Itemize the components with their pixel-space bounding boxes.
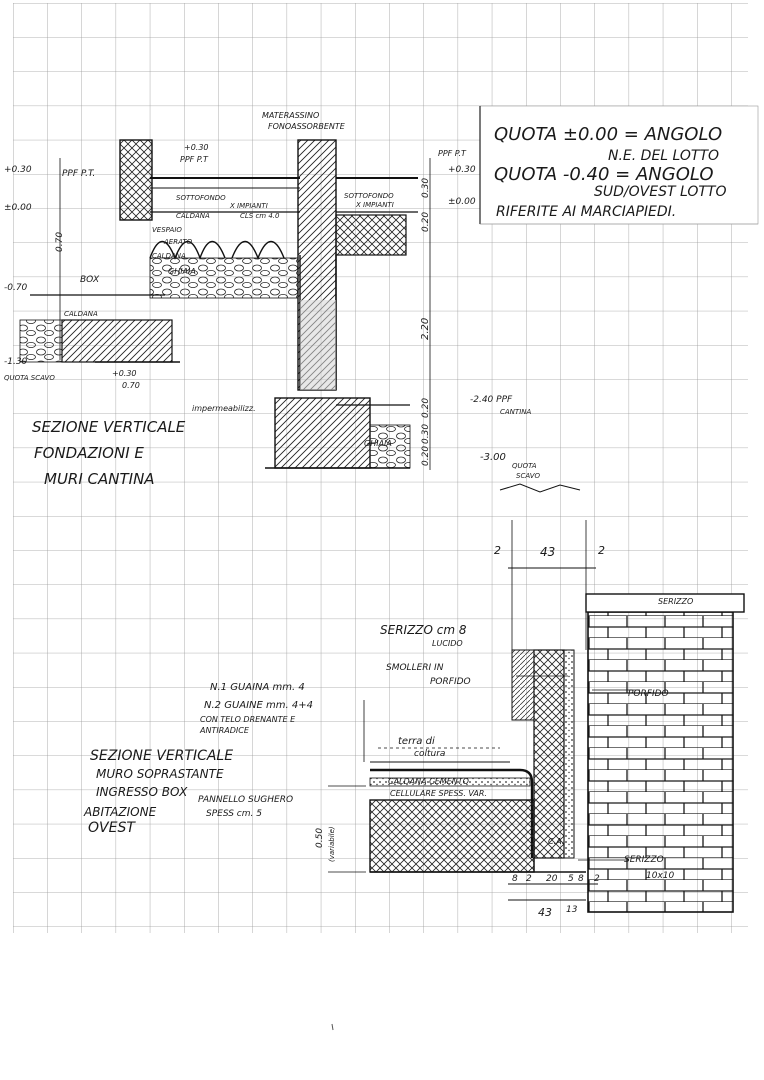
lbl-serizzo-cm8: SERIZZO cm 8 (380, 623, 467, 637)
lbl-serizzo-bottom: SERIZZO (624, 855, 664, 865)
lbl-smolleri: SMOLLERI IN (386, 663, 444, 673)
lbl-impianti-l: X IMPIANTI (229, 202, 268, 210)
lbl-000-right: ±0.00 (448, 197, 476, 207)
dim-030b: 0.30 (421, 424, 431, 444)
lbl-300: -3.00 (480, 452, 506, 463)
dim-top-2a: 2 (494, 544, 501, 557)
dim-b-43: 43 (538, 906, 552, 919)
lower-title-5: OVEST (88, 820, 136, 836)
lower-section-labels: 2 43 2 SERIZZO SERIZZO cm 8 LUCIDO SMOLL… (83, 544, 693, 919)
dim-b-13: 13 (566, 905, 578, 915)
lbl-lucido: LUCIDO (432, 639, 463, 648)
dim-020c: 0.20 (421, 446, 431, 466)
lbl-caldana1: CALDANA CEMENTO (388, 777, 469, 786)
header-line-3: QUOTA -0.40 = ANGOLO (494, 164, 714, 185)
lbl-cls: CLS cm 4.0 (240, 212, 280, 220)
dim-020a: 0.20 (421, 212, 431, 232)
lbl-caldana2: CELLULARE SPESS. VAR. (390, 789, 487, 798)
lbl-070: -0.70 (4, 283, 28, 293)
upper-title-1: SEZIONE VERTICALE (32, 418, 186, 436)
lbl-ghiaia: GHIAIA (168, 267, 196, 276)
lbl-ppf-pt-right: PPF P.T (438, 149, 467, 158)
dim-top-2b: 2 (598, 544, 605, 557)
lbl-porfido: PORFIDO (430, 677, 471, 687)
lbl-caldana-box: CALDANA (64, 310, 98, 318)
lbl-030-mid: +0.30 (184, 143, 209, 152)
dim-b-2b: 2 (594, 874, 600, 884)
dim-top-43: 43 (540, 545, 555, 559)
dim-030: 0.30 (421, 178, 431, 198)
lbl-050: 0.50 (315, 828, 325, 848)
lbl-caldana-mid: CALDANA (152, 252, 186, 260)
lbl-serizzo-top: SERIZZO (658, 597, 693, 606)
upper-title-3: MURI CANTINA (44, 470, 155, 488)
dim-b-2a: 2 (526, 874, 532, 884)
header-line-1: QUOTA ±0.00 = ANGOLO (494, 124, 722, 145)
upper-section-drawing (19, 139, 581, 493)
lbl-ppf-pt-mid: PPF P.T (180, 155, 209, 164)
lbl-030-right: +0.30 (448, 165, 476, 175)
lbl-ghiaia-bottom: GHIAIA (364, 439, 392, 448)
dim-b-5: 5 (568, 874, 574, 884)
lbl-guaina1: N.1 GUAINA mm. 4 (210, 682, 305, 693)
dim-070: 0.70 (55, 232, 65, 252)
lbl-030-bottom: +0.30 (112, 369, 137, 378)
lbl-impianti-r: X IMPIANTI (355, 201, 394, 209)
upper-title-2: FONDAZIONI E (34, 444, 144, 462)
lbl-guaina2: N.2 GUAINE mm. 4+4 (204, 700, 313, 711)
lbl-impermeab: impermeabilizz. (192, 404, 256, 413)
lbl-aerato: AERATO (163, 238, 193, 246)
lbl-caldana-l: CALDANA (176, 212, 210, 220)
lbl-sottofondo-r: SOTTOFONDO (344, 192, 394, 200)
header-line-2: N.E. DEL LOTTO (608, 148, 719, 164)
lbl-070-bottom: 0.70 (122, 381, 140, 390)
dim-b-8b: 8 (578, 874, 584, 884)
lbl-porfido-wall: PORFIDO (628, 689, 669, 699)
dim-220: 2.20 (420, 318, 431, 340)
lbl-10x10: 10x10 (646, 871, 675, 881)
lbl-materassino: MATERASSINO (262, 111, 319, 120)
dim-020b: 0.20 (421, 398, 431, 418)
lower-title-3: INGRESSO BOX (96, 785, 188, 799)
lbl-variabile: (variabile) (328, 826, 336, 862)
lbl-box: BOX (80, 275, 100, 285)
lower-section-drawing (328, 520, 745, 913)
header-line-4: SUD/OVEST LOTTO (594, 184, 726, 200)
lbl-telo2: ANTIRADICE (199, 726, 250, 735)
lbl-pannello1: PANNELLO SUGHERO (198, 795, 293, 805)
lbl-240: -2.40 PPF (470, 395, 513, 405)
lbl-vespaio: VESPAIO (152, 226, 182, 234)
lbl-ppf-pt-left: PPF P.T. (62, 169, 95, 179)
lower-title-4: ABITAZIONE (83, 805, 157, 819)
upper-section-labels: MATERASSINO FONOASSORBENTE +0.30 PPF P.T… (4, 111, 541, 488)
dim-b-8a: 8 (512, 874, 518, 884)
lbl-scavo: SCAVO (516, 472, 541, 480)
margin-bottom (0, 933, 764, 1080)
lbl-030-left: +0.30 (4, 165, 32, 175)
lbl-pannello2: SPESS cm. 5 (206, 809, 262, 819)
header-line-5: RIFERITE AI MARCIAPIEDI. (496, 204, 676, 220)
stray-mark (331, 1023, 334, 1031)
lbl-quota-scavo: QUOTA SCAVO (4, 374, 55, 382)
lbl-telo1: CON TELO DRENANTE E (200, 715, 296, 724)
lbl-000-left: ±0.00 (4, 203, 32, 213)
lbl-coltura: coltura (414, 749, 445, 759)
dim-b-20: 20 (546, 874, 558, 884)
header-note: QUOTA ±0.00 = ANGOLO N.E. DEL LOTTO QUOT… (479, 105, 759, 225)
lbl-ca: C.A. (548, 837, 564, 846)
lbl-fonoassorbente: FONOASSORBENTE (268, 122, 346, 131)
lower-title-1: SEZIONE VERTICALE (90, 748, 233, 764)
lower-title-2: MURO SOPRASTANTE (96, 767, 224, 781)
lbl-quota: QUOTA (512, 462, 537, 470)
lbl-cantina: CANTINA (500, 408, 531, 416)
lbl-terra: terra di (398, 736, 435, 747)
lbl-130: -1.30 (4, 357, 28, 367)
lbl-sottofondo-l: SOTTOFONDO (176, 194, 226, 202)
